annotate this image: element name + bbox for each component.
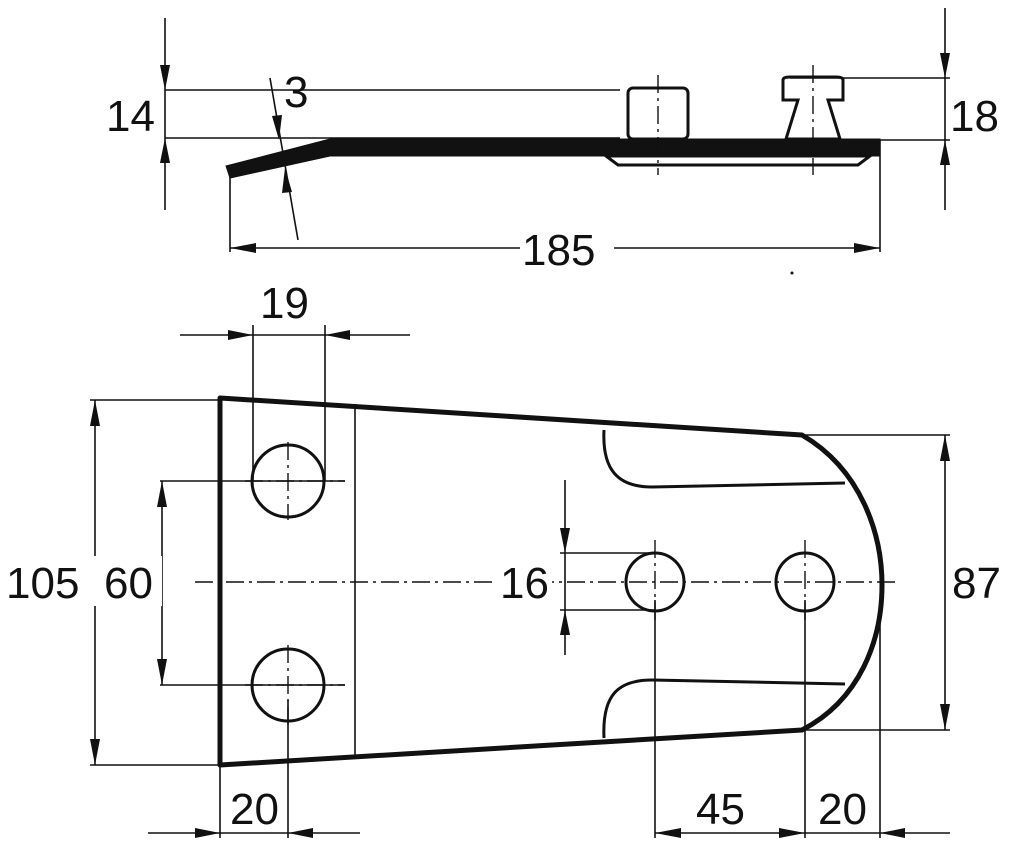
plate-outline — [217, 395, 885, 768]
label-60: 60 — [104, 559, 153, 608]
hole-lower-left — [250, 647, 326, 723]
label-185: 185 — [522, 226, 595, 275]
label-16: 16 — [500, 559, 549, 608]
label-105: 105 — [6, 559, 79, 608]
label-3: 3 — [284, 68, 308, 117]
label-19: 19 — [260, 279, 309, 328]
label-87: 87 — [952, 559, 1001, 608]
label-20-left: 20 — [230, 785, 279, 834]
hole-upper-left — [250, 443, 326, 519]
side-plate-profile — [225, 138, 881, 179]
upper-slot — [602, 429, 846, 489]
label-14: 14 — [106, 92, 155, 141]
plan-view — [60, 325, 950, 838]
label-20-right: 20 — [818, 785, 867, 834]
hole-right — [774, 551, 836, 613]
right-stud — [781, 75, 845, 141]
label-45: 45 — [696, 785, 745, 834]
hole-center — [624, 551, 686, 613]
side-view — [160, 8, 950, 275]
label-18: 18 — [950, 92, 999, 141]
lower-slot — [602, 678, 846, 739]
dimension-labels: 14 3 18 185 19 105 60 16 87 20 45 20 — [6, 68, 1001, 834]
